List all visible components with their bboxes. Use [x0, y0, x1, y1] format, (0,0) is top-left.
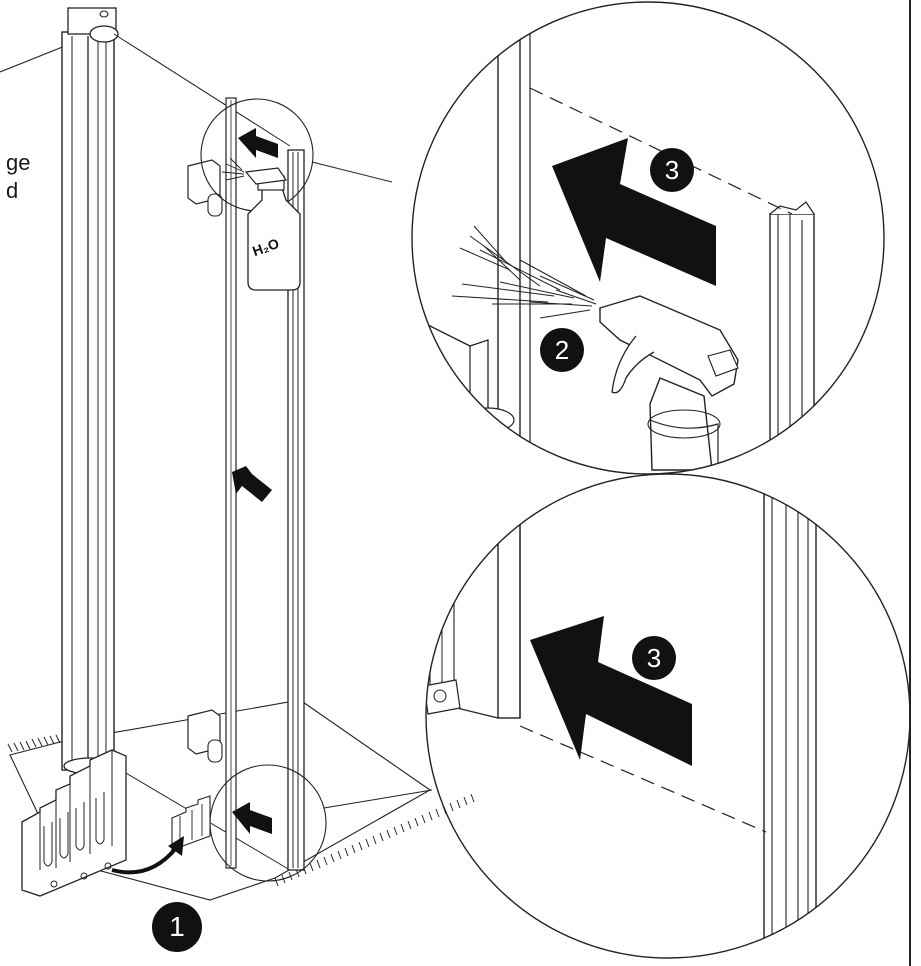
insert-arrow-head	[168, 836, 184, 856]
callout-text-line1: ge	[6, 150, 31, 175]
arrow-small-top	[238, 128, 278, 158]
arrow-small-bottom	[232, 802, 272, 834]
arrow-small-mid	[232, 466, 272, 502]
upper-bracket	[187, 159, 223, 217]
step-3-badge-bottom: 3	[632, 636, 676, 680]
detail-circle-bottom-large	[425, 473, 911, 959]
detail-top-contents	[412, 27, 815, 474]
leader-top-detail	[311, 161, 393, 183]
step-2-badge: 2	[540, 328, 584, 372]
step-1-badge: 1	[152, 902, 202, 952]
attached-clip	[171, 795, 211, 851]
insert-curved-arrow	[111, 846, 178, 875]
guide-rail	[287, 149, 305, 871]
detail-bottom-contents	[426, 474, 817, 958]
spray-bottle-small	[221, 157, 301, 291]
step-3-badge-top: 3	[650, 148, 694, 192]
leader-bottom-detail	[323, 789, 433, 809]
callout-text-line2: d	[6, 178, 19, 203]
screen-top-edge	[113, 33, 291, 147]
removed-clip-part	[21, 749, 127, 897]
detail-circle-top-large	[411, 1, 885, 475]
roller-column	[61, 7, 119, 777]
lower-bracket	[187, 709, 223, 763]
